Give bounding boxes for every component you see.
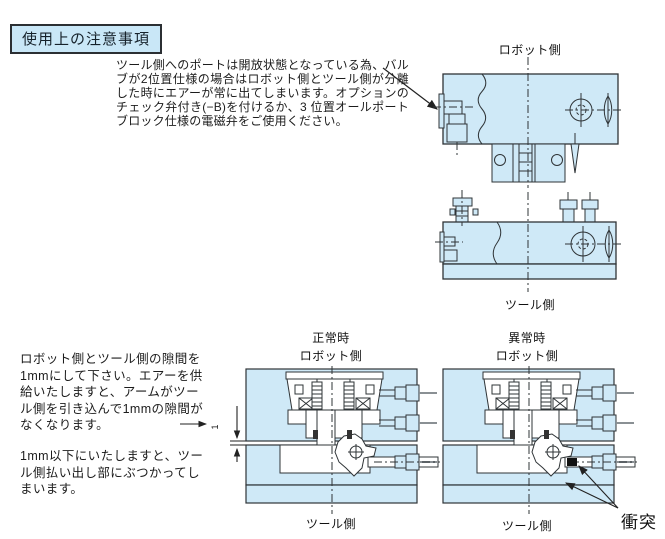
normal-tool-label: ツール側	[305, 517, 356, 531]
bottom-note-para1: ロボット側とツール側の隙間を1mmにして下さい。エアーを供給いたしますと、アーム…	[20, 352, 204, 433]
center-lines	[433, 57, 621, 292]
top-figure-robot-label: ロボット側	[498, 43, 562, 57]
break-line	[477, 73, 487, 145]
locating-pin	[570, 133, 580, 174]
collision-label: 衝突	[621, 513, 657, 532]
abnormal-tool-label: ツール側	[501, 519, 552, 533]
normal-condition-label: 正常時	[312, 331, 350, 345]
page-title: 使用上の注意事項	[10, 24, 163, 54]
collision-arrows	[565, 465, 619, 509]
bottom-note: ロボット側とツール側の隙間を1mmにして下さい。エアーを供給いたしますと、アーム…	[20, 351, 208, 498]
figure-separated-blocks	[382, 57, 621, 292]
normal-figure-caption: 正常時 ロボット側	[238, 329, 424, 364]
abnormal-robot-label: ロボット側	[495, 349, 559, 363]
abnormal-condition-label: 異常時	[508, 331, 546, 345]
normal-robot-label: ロボット側	[299, 349, 363, 363]
robot-side-block	[438, 73, 619, 183]
cap-screws	[559, 199, 599, 223]
air-port-fitting	[438, 93, 468, 143]
dimension-value: 1	[210, 424, 220, 429]
note-pointer-arrow	[382, 67, 438, 110]
bottom-note-para2: 1mm以下にいたしますと、ツール側払い出し部にぶつかってしまいます。	[20, 448, 204, 497]
top-note-text: ツール側へのポートは開放状態となっている為、バルブが2位置仕様の場合はロボット側…	[116, 58, 409, 128]
top-coupler	[449, 197, 479, 223]
break-line	[492, 221, 502, 265]
top-figure-tool-label: ツール側	[504, 298, 555, 312]
tool-side-block	[439, 197, 617, 280]
air-port-fitting	[439, 231, 458, 263]
page-title-text: 使用上の注意事項	[22, 31, 151, 48]
collision-highlight	[567, 458, 577, 466]
figure-normal-section	[245, 365, 441, 515]
gap-dimension-callout: 1	[180, 406, 248, 462]
abnormal-figure-caption: 異常時 ロボット側	[434, 329, 620, 364]
figure-abnormal-section	[442, 365, 638, 515]
